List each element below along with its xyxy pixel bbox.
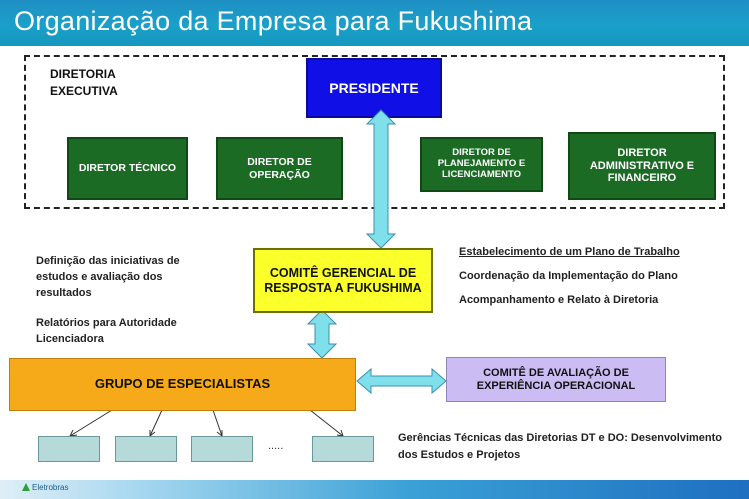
president-committee-arrow <box>365 109 397 249</box>
page-title: Organização da Empresa para Fukushima <box>14 6 533 36</box>
operational-experience-committee-box: COMITÊ DE AVALIAÇÃO DE EXPERIÊNCIA OPERA… <box>446 357 666 402</box>
sub-unit-box-3 <box>191 436 253 462</box>
branch-line-2 <box>149 409 163 437</box>
director-admin-box: DIRETOR ADMINISTRATIVO E FINANCEIRO <box>568 132 716 200</box>
branch-line-3 <box>212 409 223 437</box>
right-note-coordination: Coordenação da Implementação do Plano <box>459 270 678 282</box>
left-note-initiatives: Definição das iniciativas de estudos e a… <box>36 255 180 299</box>
sub-unit-box-1 <box>38 436 100 462</box>
eletrobras-logo-text: Eletrobras <box>32 483 69 492</box>
footer-bar <box>0 480 749 499</box>
ellipsis: ..... <box>268 440 284 452</box>
right-note-plan: Estabelecimento de um Plano de Trabalho <box>459 246 680 258</box>
director-planning-box: DIRETOR DE PLANEJAMENTO E LICENCIAMENTO <box>420 137 543 192</box>
title-bar: Organização da Empresa para Fukushima <box>0 0 749 46</box>
director-technical-box: DIRETOR TÉCNICO <box>67 137 188 200</box>
bottom-note: Gerências Técnicas das Diretorias DT e D… <box>398 432 723 461</box>
sub-unit-box-2 <box>115 436 177 462</box>
right-note-reporting: Acompanhamento e Relato à Diretoria <box>459 294 659 306</box>
group-evaluation-arrow <box>356 367 447 395</box>
left-note-reports: Relatórios para Autoridade Licenciadora <box>36 317 177 345</box>
director-operation-box: DIRETOR DE OPERAÇÃO <box>216 137 343 200</box>
branch-line-4 <box>309 409 344 437</box>
response-committee-box: COMITÊ GERENCIAL DE RESPOSTA A FUKUSHIMA <box>253 248 433 313</box>
committee-group-arrow <box>306 309 338 359</box>
executive-board-label: DIRETORIA EXECUTIVA <box>50 67 118 98</box>
eletrobras-logo-icon <box>22 483 30 491</box>
president-box: PRESIDENTE <box>306 58 442 118</box>
specialists-group-box: GRUPO DE ESPECIALISTAS <box>9 358 356 411</box>
branch-line-1 <box>69 409 113 437</box>
sub-unit-box-4 <box>312 436 374 462</box>
